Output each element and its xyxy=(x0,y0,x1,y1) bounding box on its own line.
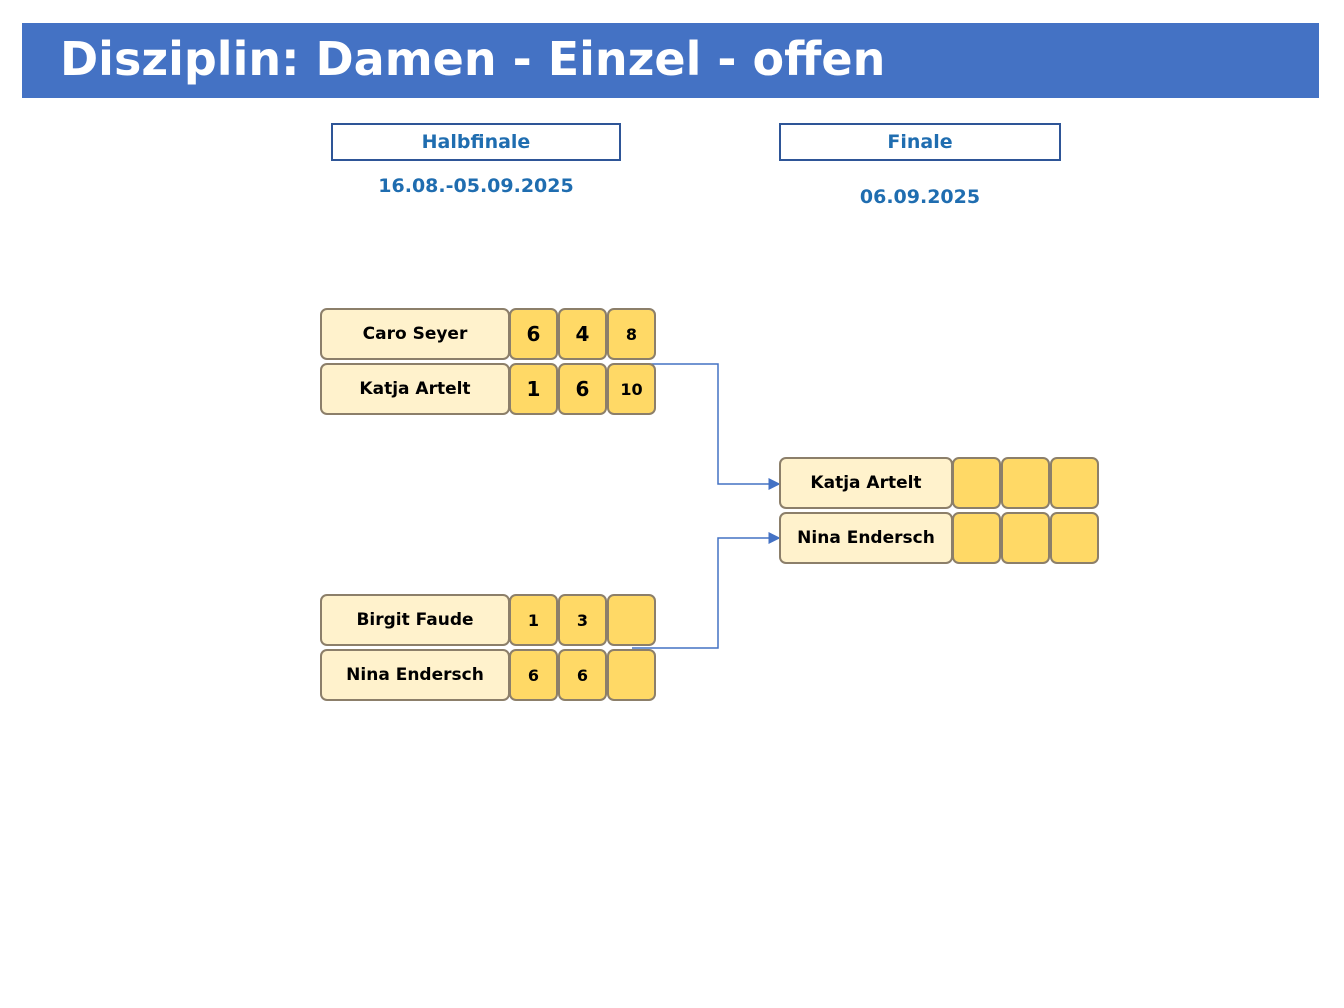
sf1-player2-name: Katja Artelt xyxy=(320,363,510,415)
sf1-player2-set1: 1 xyxy=(509,363,558,415)
sf2-player1-set1: 1 xyxy=(509,594,558,646)
title-bar: Disziplin: Damen - Einzel - offen xyxy=(22,23,1319,98)
connector-sf1-to-final xyxy=(632,363,781,490)
sf1-player2-set2: 6 xyxy=(558,363,607,415)
sf2-player1-set2: 3 xyxy=(558,594,607,646)
sf2-player2-set2: 6 xyxy=(558,649,607,701)
sf1-player1-name: Caro Seyer xyxy=(320,308,510,360)
sf1-player1-set2: 4 xyxy=(558,308,607,360)
final-player1-set1 xyxy=(952,457,1001,509)
connector-sf2-to-final xyxy=(632,532,781,649)
round-date-final: 06.09.2025 xyxy=(859,186,981,208)
sf2-player1-set3 xyxy=(607,594,656,646)
round-label-final: Finale xyxy=(779,123,1061,161)
sf2-player2-name: Nina Endersch xyxy=(320,649,510,701)
sf2-player2-set3 xyxy=(607,649,656,701)
final-player1-name: Katja Artelt xyxy=(779,457,953,509)
page-title: Disziplin: Damen - Einzel - offen xyxy=(60,32,886,86)
final-player1-set2 xyxy=(1001,457,1050,509)
final-player1-set3 xyxy=(1050,457,1099,509)
final-player2-set2 xyxy=(1001,512,1050,564)
sf1-player1-set1: 6 xyxy=(509,308,558,360)
round-date-semifinal: 16.08.-05.09.2025 xyxy=(378,175,574,197)
final-player2-set3 xyxy=(1050,512,1099,564)
round-label-semifinal: Halbfinale xyxy=(331,123,621,161)
sf1-player2-set3: 10 xyxy=(607,363,656,415)
sf2-player2-set1: 6 xyxy=(509,649,558,701)
sf1-player1-set3: 8 xyxy=(607,308,656,360)
final-player2-set1 xyxy=(952,512,1001,564)
sf2-player1-name: Birgit Faude xyxy=(320,594,510,646)
final-player2-name: Nina Endersch xyxy=(779,512,953,564)
